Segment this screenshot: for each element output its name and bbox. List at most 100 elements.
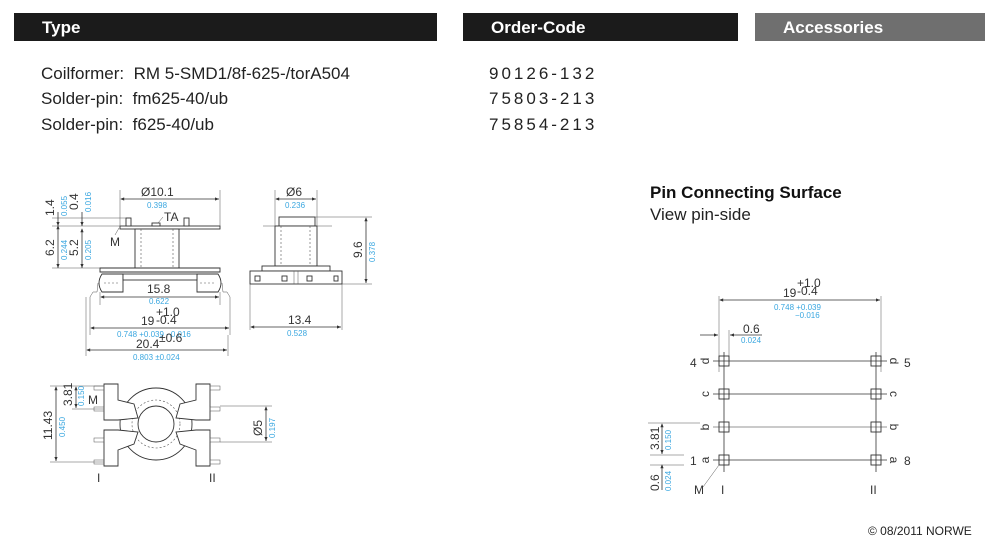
front-h3-in: 0.244 [60,239,69,260]
side-base-top [261,265,331,272]
top-label-left: I [97,471,100,485]
pin-number-1: 1 [690,454,697,468]
top-bore-in: 0.197 [268,417,277,438]
pin-letter: b [698,423,712,430]
front-view-drawing: Ø10.1 0.398 TA M 1.4 0.055 0.4 0.016 6.2… [43,185,231,362]
copyright: © 08/2011 NORWE [868,524,972,538]
pin-pitch-in: 0.150 [664,429,673,450]
pin-surface-drawing: 19 +1.0 -0.4 0.748 +0.039 −0.016 0.6 0.0… [648,276,911,497]
front-dia-mm: Ø10.1 [141,185,174,199]
side-height-mm: 9.6 [351,241,365,258]
pin-width-in: 0.748 +0.039 [774,303,821,312]
front-h1-in: 0.055 [60,195,69,216]
top-span-in: 0.450 [58,416,67,437]
order-code: 90126-132 [489,64,598,83]
front-w2-mm: 19 [141,314,155,328]
top-circle-bore [137,405,175,443]
front-m-label: M [110,235,120,249]
type-row-value: RM 5-SMD1/8f-625-/torA504 [133,64,350,83]
pin-letter: a [698,456,712,463]
pin-number-5: 5 [904,356,911,370]
pin-surface-title: Pin Connecting Surface [650,183,842,202]
order-code: 75803-213 [489,89,598,108]
type-header: Type [14,13,437,41]
front-w3-tol: ±0.6 [159,331,183,345]
side-dia-in: 0.236 [285,201,306,210]
type-row: Coilformer: RM 5-SMD1/8f-625-/torA504 [41,64,350,84]
pin-m-label: M [694,483,704,497]
front-h2-in: 0.016 [84,191,93,212]
side-top [278,216,316,227]
front-ta-label: TA [164,210,178,224]
pin-surface-subtitle: View pin-side [650,205,751,224]
type-row-label: Coilformer: [41,64,125,83]
side-width-in: 0.528 [287,329,308,338]
front-w2-tol-minus: -0.4 [156,313,177,327]
top-bore-mm: Ø5 [251,420,265,436]
right-arm [175,429,211,467]
front-h4-mm: 5.2 [67,239,81,256]
top-view-drawing: 11.43 0.450 3.81 0.150 M Ø5 0.197 I II [41,382,277,485]
top-span-mm: 11.43 [41,411,55,440]
type-row-label: Solder-pin: [41,115,124,134]
accessories-header: Accessories [755,13,985,41]
front-h2-mm: 0.4 [67,193,81,210]
pin-number-8: 8 [904,454,911,468]
pin-pitch-mm: 3.81 [648,426,662,450]
side-height-in: 0.378 [368,241,377,262]
pin-row-label-right: II [870,483,877,497]
front-h4-in: 0.205 [84,239,93,260]
pin-width-tol-minus: -0.4 [797,284,818,298]
pin-number-4: 4 [690,356,697,370]
pin-width-tol-plus: +1.0 [797,276,821,290]
order-code: 75854-213 [489,115,598,134]
pin-letter: a [887,457,901,464]
top-pitch-in: 0.150 [77,385,86,406]
front-w2-in: 0.748 +0.039 −0.016 [117,330,191,339]
front-w3-mm: 20.4 [136,337,160,351]
ta-mark [151,222,161,227]
type-header-label: Type [42,18,81,37]
front-h3-mm: 6.2 [43,239,57,256]
type-row-value: fm625-40/ub [132,89,229,108]
base-mid [122,273,198,281]
base-plate [99,267,221,273]
front-w2-tol-plus: +1.0 [156,305,180,319]
pin-size-mm: 0.6 [743,322,760,336]
order-code-header-label: Order-Code [491,18,586,37]
pin-letter: c [887,391,901,397]
front-w1-mm: 15.8 [147,282,171,296]
top-pitch-mm: 3.81 [61,382,75,406]
pin-letter: b [887,424,901,431]
front-w1-in: 0.622 [149,297,170,306]
top-m-label: M [88,393,98,407]
bobbin-body [134,228,180,269]
pin-width-mm: 19 [783,286,797,300]
order-code-header: Order-Code [463,13,738,41]
side-base [249,270,343,285]
front-h1-mm: 1.4 [43,199,57,216]
pin-row-label-left: I [721,483,724,497]
pin-letter: c [698,391,712,397]
type-row: Solder-pin: f625-40/ub [41,115,214,135]
side-view-drawing: Ø6 0.236 9.6 0.378 13.4 0.528 [249,185,377,338]
front-w3-in: 0.803 ±0.024 [133,353,180,362]
pin-letter: d [887,358,901,365]
left-arm [103,383,139,421]
flange-peg [125,217,132,227]
accessories-header-label: Accessories [783,18,884,37]
type-row: Solder-pin: fm625-40/ub [41,89,228,109]
pin-offset-in: 0.024 [664,470,673,491]
side-dia-mm: Ø6 [286,185,302,199]
front-dia-in: 0.398 [147,201,168,210]
type-row-label: Solder-pin: [41,89,124,108]
side-width-mm: 13.4 [288,313,312,327]
flange-peg [183,217,190,227]
top-label-right: II [209,471,216,485]
type-row-value: f625-40/ub [132,115,214,134]
left-arm [103,429,139,467]
pin-offset-mm: 0.6 [648,474,662,491]
pin-width-in-minus: −0.016 [795,311,820,320]
pin-letter: d [698,358,712,365]
